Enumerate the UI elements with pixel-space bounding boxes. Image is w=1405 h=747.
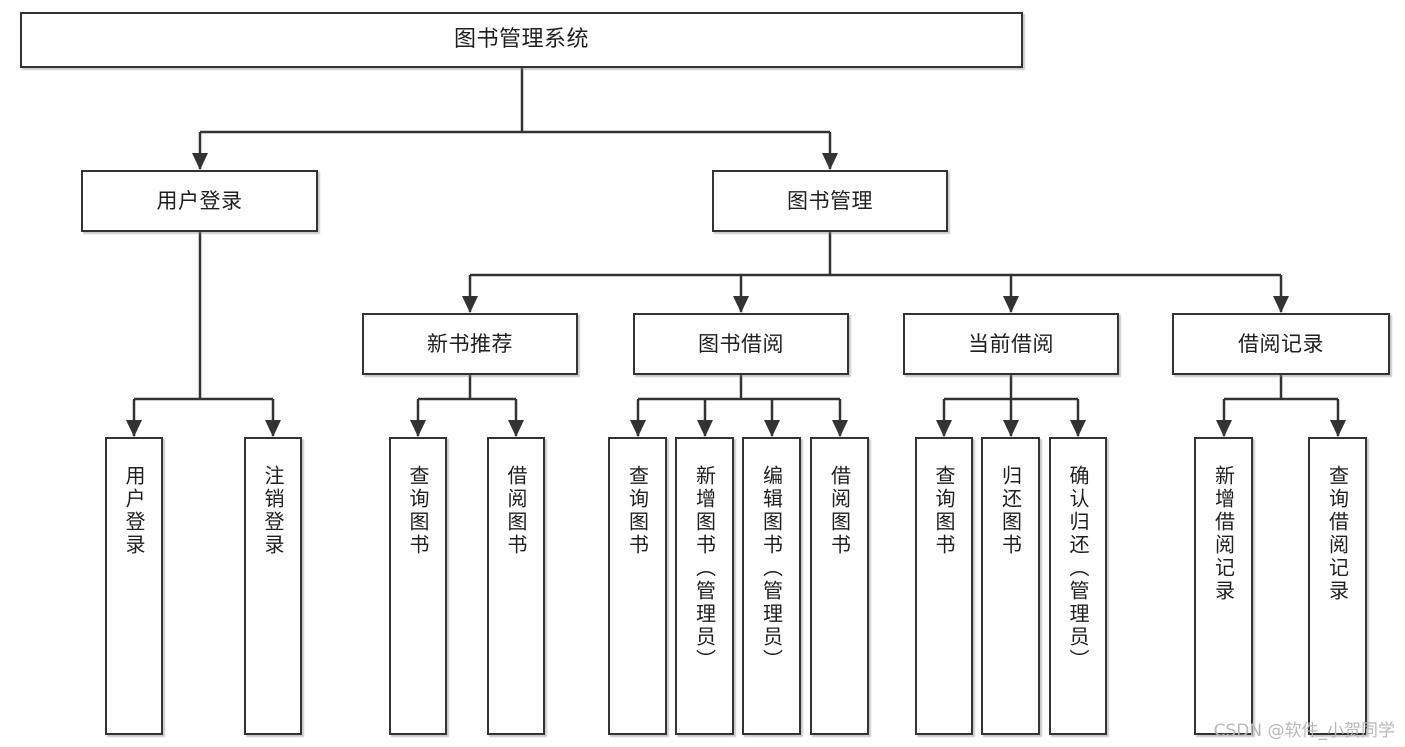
node-label: 查询图书 [625, 465, 650, 557]
node-label: 用户登录 [156, 188, 243, 213]
node-label: 编辑图书（管理员） [759, 465, 784, 672]
node-label: 新增借阅记录 [1211, 465, 1236, 603]
node-label: 查询图书 [932, 465, 956, 557]
node-leaf-edit-book[interactable]: 编辑图书（管理员） [742, 437, 801, 735]
arrowhead [697, 420, 713, 437]
node-book-manage[interactable]: 图书管理 [712, 170, 948, 232]
node-leaf-user-logout[interactable]: 注销登录 [244, 437, 302, 735]
node-leaf-add-book[interactable]: 新增图书（管理员） [675, 437, 734, 735]
node-new-book-rec[interactable]: 新书推荐 [362, 313, 578, 375]
node-label: 确认归还（管理员） [1066, 465, 1090, 672]
arrowhead [462, 296, 478, 313]
arrowhead [764, 420, 780, 437]
arrowhead [1003, 296, 1019, 313]
node-label: 借阅图书 [504, 465, 528, 557]
node-label: 查询图书 [406, 465, 430, 557]
arrowhead [630, 420, 646, 437]
node-current-borrow[interactable]: 当前借阅 [903, 313, 1119, 375]
node-label: 新书推荐 [427, 331, 513, 356]
node-label: 图书管理 [787, 188, 873, 213]
node-label: 查询借阅记录 [1325, 465, 1350, 603]
arrowhead [126, 420, 142, 437]
arrowhead [410, 420, 426, 437]
node-label: 当前借阅 [968, 331, 1054, 356]
node-root[interactable]: 图书管理系统 [20, 12, 1023, 68]
arrowhead [1070, 420, 1086, 437]
arrowhead [508, 420, 524, 437]
node-label: 图书管理系统 [453, 27, 589, 53]
arrowhead [265, 420, 281, 437]
arrowhead [733, 296, 749, 313]
node-label: 借阅图书 [827, 465, 852, 557]
node-label: 借阅记录 [1238, 331, 1324, 356]
node-borrow-record[interactable]: 借阅记录 [1172, 313, 1390, 375]
arrowhead [822, 153, 838, 170]
arrowhead [1330, 420, 1346, 437]
arrowhead [192, 153, 208, 170]
node-label: 注销登录 [261, 465, 285, 557]
node-leaf-confirm-return[interactable]: 确认归还（管理员） [1049, 437, 1107, 735]
node-leaf-user-login[interactable]: 用户登录 [105, 437, 163, 735]
node-leaf-borrow-book-2[interactable]: 借阅图书 [810, 437, 869, 735]
node-leaf-borrow-book-1[interactable]: 借阅图书 [487, 437, 545, 735]
node-user-login[interactable]: 用户登录 [81, 170, 318, 232]
node-book-borrow[interactable]: 图书借阅 [633, 313, 849, 375]
arrowhead [1003, 420, 1019, 437]
node-leaf-return-book[interactable]: 归还图书 [981, 437, 1040, 735]
node-leaf-query-record[interactable]: 查询借阅记录 [1308, 437, 1367, 735]
arrowhead [1273, 296, 1289, 313]
node-leaf-query-book-1[interactable]: 查询图书 [389, 437, 447, 735]
node-label: 图书借阅 [698, 331, 784, 356]
arrowhead [832, 420, 848, 437]
arrowhead [1216, 420, 1232, 437]
arrowhead [936, 420, 952, 437]
node-label: 新增图书（管理员） [692, 465, 717, 672]
node-leaf-add-record[interactable]: 新增借阅记录 [1194, 437, 1253, 735]
node-leaf-query-book-2[interactable]: 查询图书 [608, 437, 667, 735]
node-label: 归还图书 [998, 465, 1023, 557]
node-leaf-query-book-3[interactable]: 查询图书 [915, 437, 973, 735]
node-label: 用户登录 [122, 465, 146, 557]
watermark: CSDN @软件_小贺同学 [1213, 721, 1395, 741]
